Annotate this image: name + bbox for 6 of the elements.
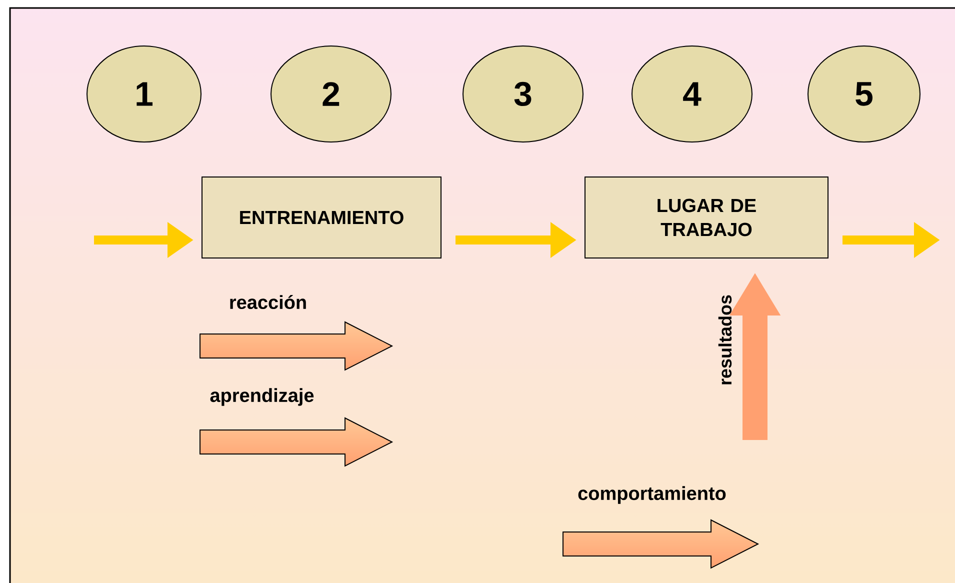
- arrow-label: comportamiento: [578, 486, 726, 504]
- arrow-label: aprendizaje: [210, 388, 314, 406]
- edge-label: resultados: [718, 295, 732, 384]
- arrow-label: reacción: [230, 294, 306, 310]
- process-box: ENTRENAMIENTO: [202, 176, 442, 258]
- process-box: LUGAR DE TRABAJO: [584, 176, 828, 258]
